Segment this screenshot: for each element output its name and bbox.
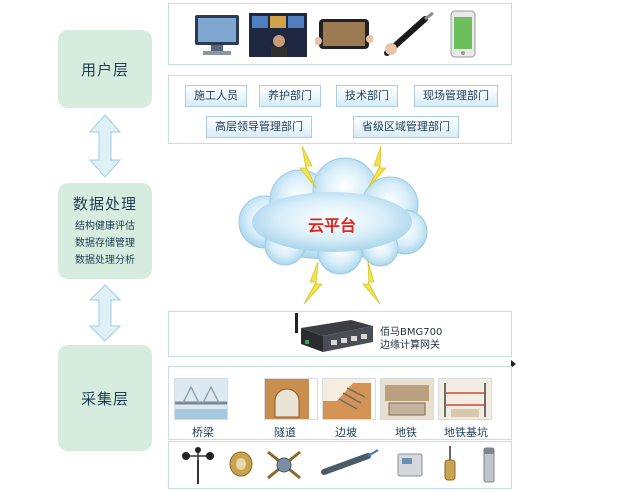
double-arrow-icon [89, 114, 121, 178]
metro-image [380, 378, 434, 420]
department-tag: 省级区域管理部门 [353, 116, 459, 138]
lightning-icon [362, 261, 381, 305]
metro-foundation-pit-image [438, 378, 492, 420]
collection-layer-box: 采集层 [58, 345, 152, 451]
site-label-bridge: 桥梁 [192, 426, 214, 439]
user-layer-box: 用户层 [58, 30, 152, 108]
lightning-icon [299, 145, 317, 189]
department-tag: 技术部门 [336, 85, 398, 107]
tunnel-image [264, 378, 318, 420]
department-tag: 施工人员 [185, 85, 247, 107]
anemometer-icon [182, 447, 214, 484]
user-layer-title: 用户层 [80, 60, 129, 79]
department-tag: 高层领导管理部门 [206, 116, 312, 138]
department-tag: 现场管理部门 [414, 85, 498, 107]
handheld-terminal-icon [384, 11, 434, 56]
edge-gateway-device-icon [295, 313, 373, 352]
lightning-icon [303, 261, 323, 305]
right-triangle-marker [511, 360, 516, 368]
slope-image [322, 378, 376, 420]
gateway-type-label: 边缘计算网关 [380, 340, 440, 351]
video-wall-icon [249, 13, 307, 57]
data-processing-box: 数据处理 结构健康评估 数据存储管理 数据处理分析 [58, 183, 152, 279]
data-processing-item: 数据处理分析 [75, 255, 135, 266]
lightning-icon [367, 145, 387, 189]
displacement-sensor-icon [229, 451, 253, 477]
rod-sensor-icon [483, 447, 495, 483]
smartphone-icon [450, 10, 476, 58]
tablet-icon [315, 19, 373, 49]
double-arrow-icon [89, 284, 121, 342]
bridge-image [174, 378, 228, 420]
data-processing-title: 数据处理 [72, 195, 137, 213]
user-devices-panel [168, 3, 512, 65]
data-terminal-icon [397, 453, 423, 477]
strain-gauge-icon [267, 450, 301, 480]
data-processing-item: 结构健康评估 [75, 221, 135, 232]
data-processing-item: 数据存储管理 [75, 238, 135, 249]
site-label-tunnel: 隧道 [274, 426, 296, 439]
collection-layer-title: 采集层 [80, 389, 129, 408]
cloud-platform-label: 云平台 [307, 216, 356, 235]
site-label-metro: 地铁 [395, 426, 417, 439]
desktop-computer-icon [195, 15, 239, 55]
level-sensor-icon [444, 446, 456, 481]
site-label-metro-foundation-pit: 地铁基坑 [444, 426, 488, 439]
site-label-slope: 边坡 [335, 426, 357, 439]
gateway-model-label: 佰马BMG700 [380, 327, 443, 338]
department-tag: 养护部门 [259, 85, 321, 107]
inclinometer-icon [321, 449, 379, 475]
